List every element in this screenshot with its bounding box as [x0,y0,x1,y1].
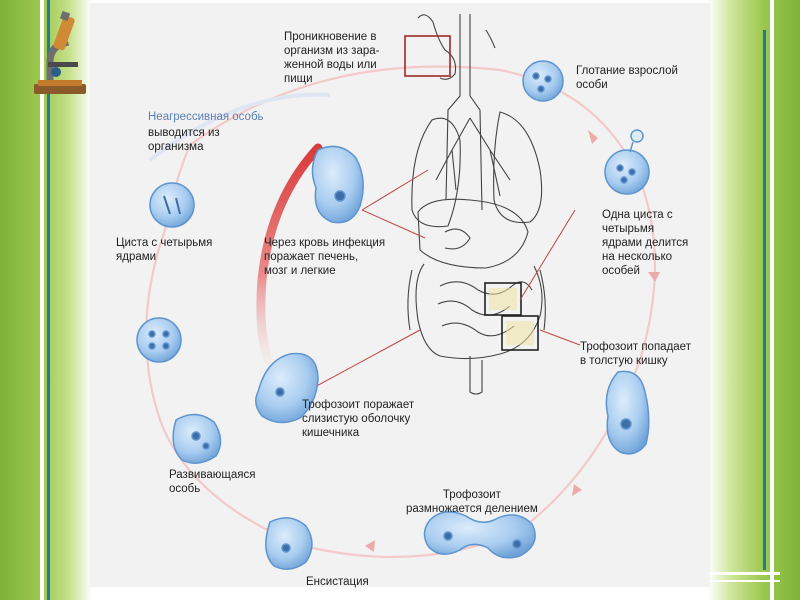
leader-lines [299,169,581,396]
label-encystation: Енсистация [306,576,369,588]
organism-cells [136,60,650,570]
blood-infection-arrow [256,143,323,365]
microscope-icon [28,10,96,100]
cyst-cell [149,182,195,228]
cyst-cell [136,317,182,363]
slide-frame-left [0,0,92,600]
frame-stripe [40,0,44,600]
label-trophozoite-mucosa: Трофозоит поражает слизистую оболочку ки… [302,399,415,439]
highlight-boxes [404,35,539,351]
frame-stripe [763,30,766,570]
label-trophozoite-colon: Трофозоит попадает в толстую кишку [580,341,691,367]
trophozoite-cell [605,370,650,455]
label-penetration: Проникновение в организм из зара- женной… [284,31,380,85]
slide-frame-right [708,0,800,600]
frame-stripe [700,580,780,582]
human-anatomy-outline [407,14,546,395]
label-cyst-divides: Одна циста с четырьмя ядрами делится на … [602,209,689,277]
label-blood-infection: Через кровь инфекция поражает печень, мо… [264,237,386,277]
trophozoite-cell [311,145,364,224]
label-nonaggressive-rest: выводится из организма [148,127,220,153]
label-developing: Развивающаяся особь [169,469,256,495]
cyst-cell [604,129,650,195]
frame-stripe [770,0,774,600]
trophozoite-cell [255,352,319,424]
diagram-panel [90,3,710,587]
label-swallow: Глотание взрослой особи [576,65,678,91]
encysting-cell [265,517,313,570]
label-cyst-four-nuclei: Циста с четырьмя ядрами [116,237,213,263]
label-trophozoite-divides: Трофозоит размножается делением [406,489,538,515]
dividing-trophozoite-cell [423,511,536,559]
developing-cell [172,413,222,464]
label-nonaggressive-title: Неагрессивная особь [148,111,264,123]
frame-stripe [700,572,780,575]
cyst-cell [522,60,564,102]
frame-stripe [47,0,50,600]
